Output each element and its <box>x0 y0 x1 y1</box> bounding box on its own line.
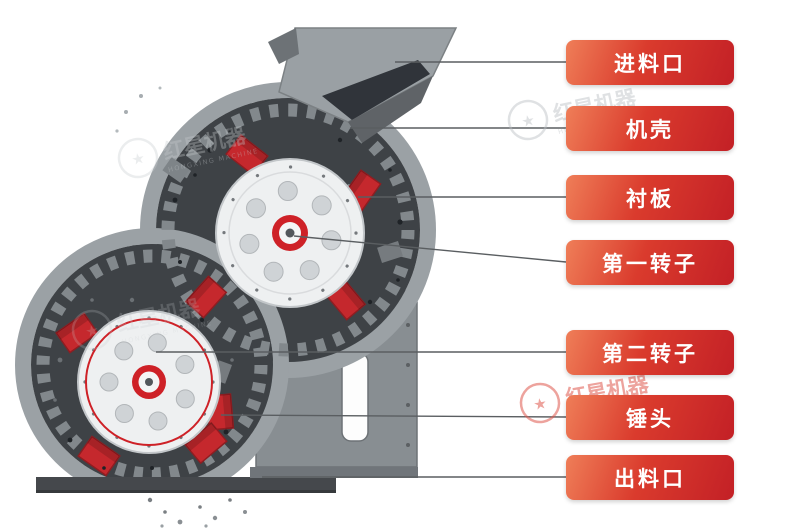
hammer-block <box>77 435 121 477</box>
leader-line-first-rotor <box>293 235 567 263</box>
liner-teeth-lower <box>36 249 268 478</box>
label-discharge-outlet: 出料口 <box>566 455 734 500</box>
first-rotor <box>215 158 365 308</box>
label-second-rotor: 第二转子 <box>566 330 734 375</box>
feed-hopper <box>268 27 458 143</box>
leader-line-hammer-head <box>220 414 567 418</box>
machine-base <box>36 467 418 493</box>
debris-outside <box>115 86 247 528</box>
label-hammer-head: 锤头 <box>566 395 734 440</box>
label-feed-inlet: 进料口 <box>566 40 734 85</box>
label-casing: 机壳 <box>566 106 734 151</box>
leader-lines <box>156 61 567 478</box>
label-first-rotor: 第一转子 <box>566 240 734 285</box>
label-liner-plate: 衬板 <box>566 175 734 220</box>
liner-teeth-upper <box>161 103 415 357</box>
